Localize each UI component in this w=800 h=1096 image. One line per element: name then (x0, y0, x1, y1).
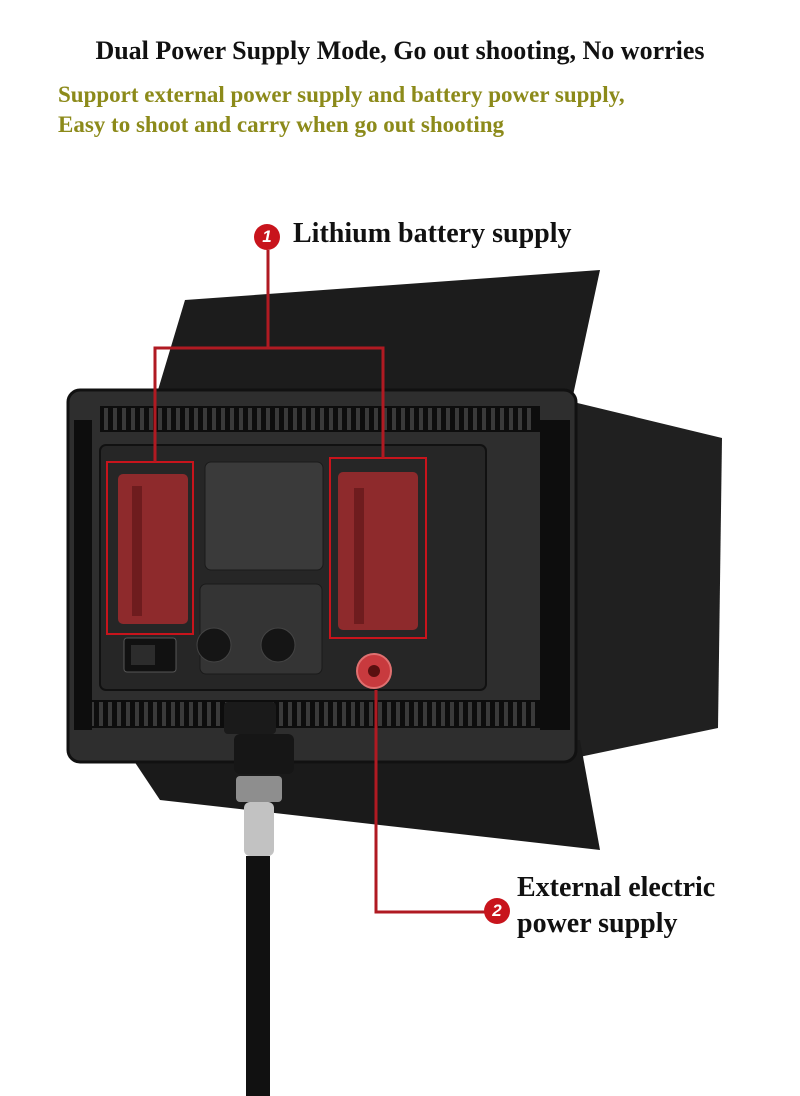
vents-top-ribs (104, 408, 531, 430)
battery-right (338, 472, 418, 630)
callout-1-label: Lithium battery supply (293, 218, 572, 249)
battery-left-highlight (106, 461, 194, 635)
stand-clamp (236, 776, 282, 802)
vents-left (74, 420, 92, 730)
callout-2-connector (374, 690, 485, 914)
callout-1-number: 1 (254, 224, 280, 250)
callout-2-label-line-2: power supply (517, 908, 678, 939)
battery-left (118, 474, 188, 624)
vents-right (540, 420, 570, 730)
mount-bracket (224, 702, 276, 734)
brightness-knob (196, 627, 232, 663)
color-temp-knob (260, 627, 296, 663)
stand-pole (246, 856, 270, 1096)
callout-2-number: 2 (484, 898, 510, 924)
tilt-head (234, 734, 294, 774)
center-panel-upper (204, 461, 324, 571)
subtitle-line-2: Easy to shoot and carry when go out shoo… (58, 112, 504, 137)
barn-door-right (565, 400, 722, 760)
stand-joint (244, 802, 274, 856)
barn-door-top (155, 270, 600, 400)
page-title: Dual Power Supply Mode, Go out shooting,… (95, 36, 705, 65)
battery-right-highlight (329, 457, 427, 639)
subtitle-line-1: Support external power supply and batter… (58, 82, 625, 107)
callout-2-label-line-1: External electric (517, 872, 716, 903)
